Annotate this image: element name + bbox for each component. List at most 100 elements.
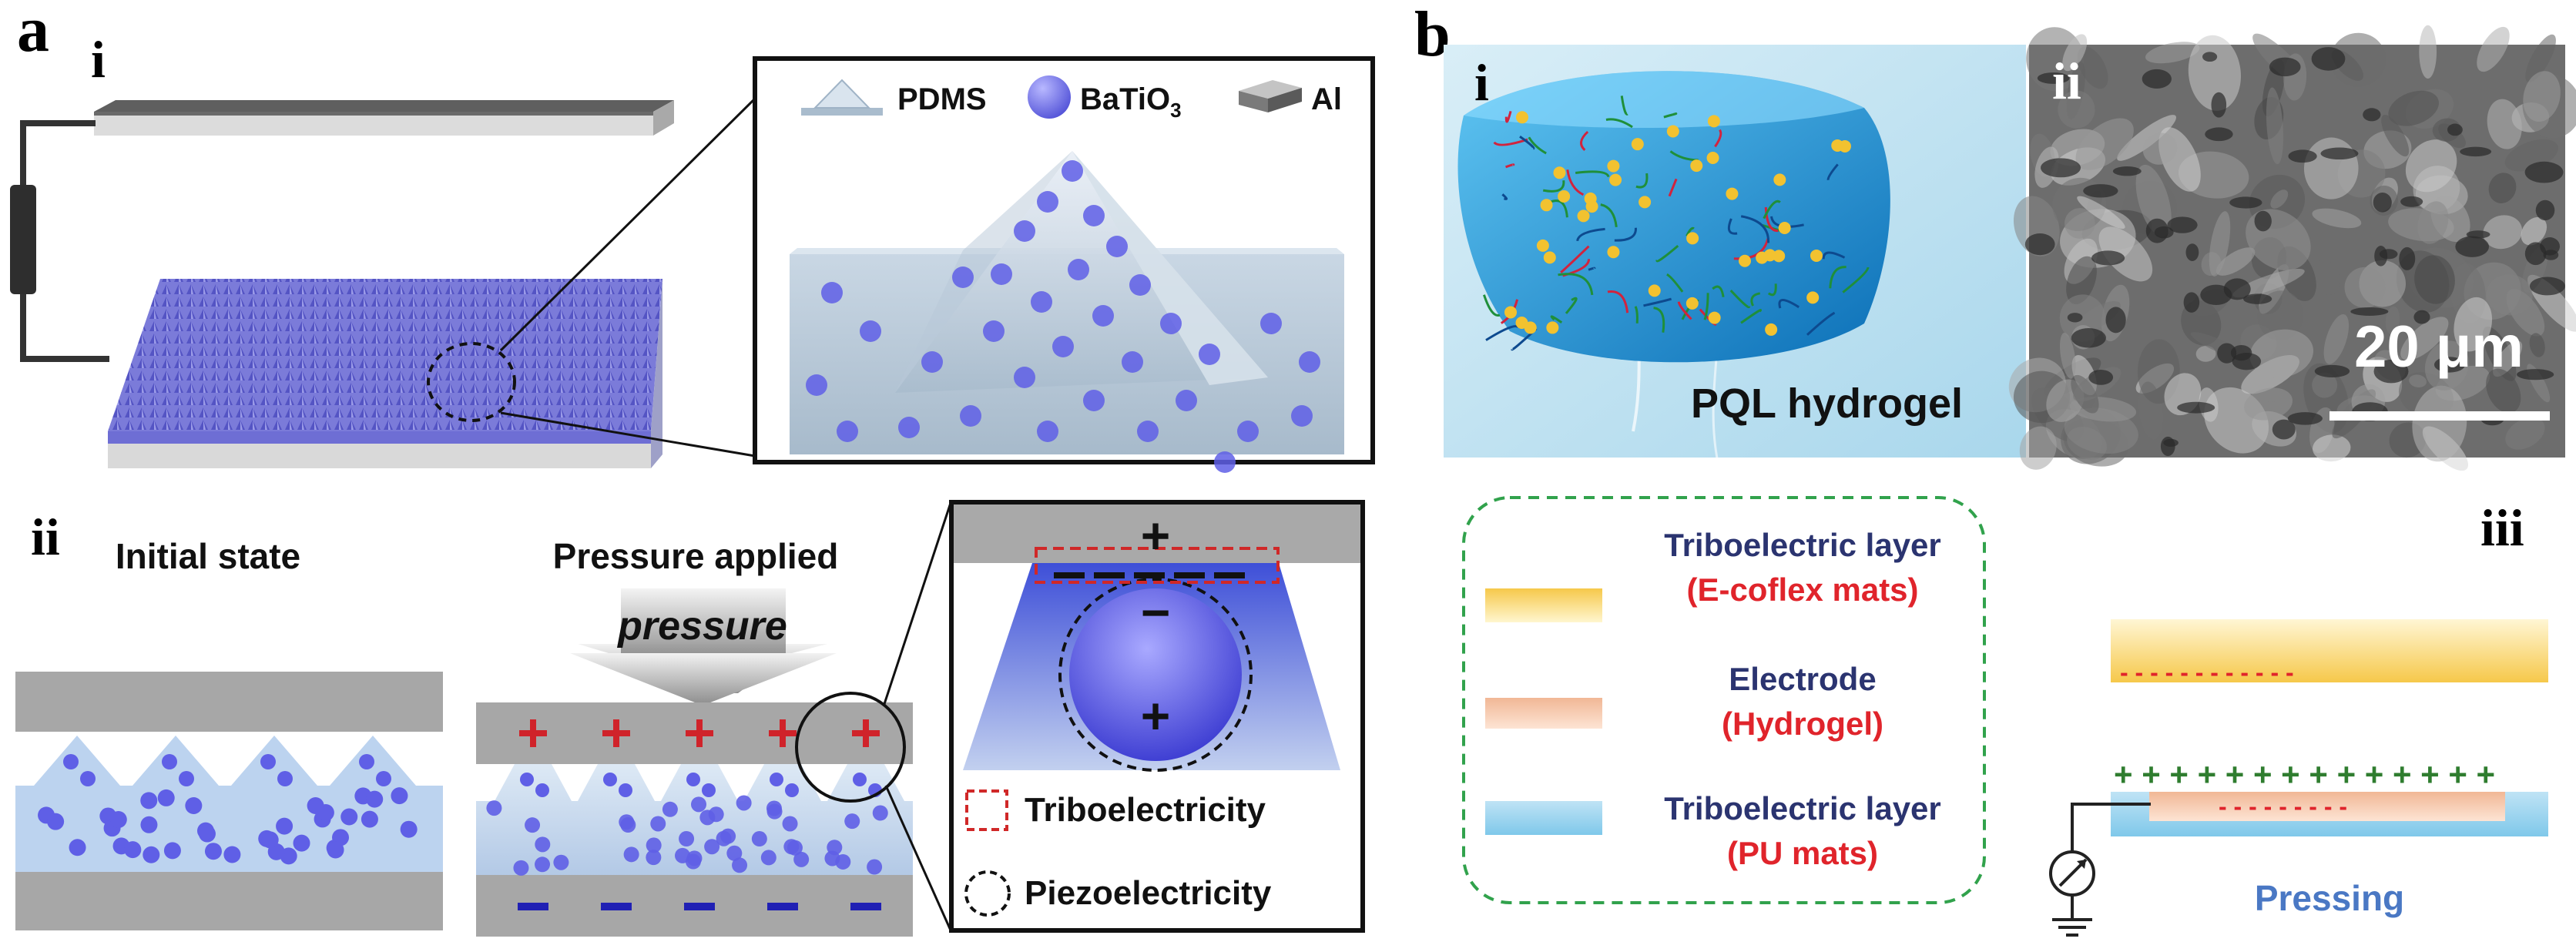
- batio3-particle: [1062, 160, 1083, 182]
- ion-dot: [1546, 321, 1559, 334]
- pressure-label: pressure: [616, 604, 787, 649]
- batio3-particle: [1299, 351, 1320, 373]
- charge-detail-inset: + − + Triboelectricity Piezoelectricity: [949, 500, 1365, 933]
- sem-pore: [2488, 173, 2517, 203]
- polymer-chain: [1635, 173, 1649, 189]
- polymer-chain: [1560, 245, 1590, 273]
- inset-particles: [806, 160, 1320, 473]
- dipole-plus: +: [1141, 687, 1171, 744]
- batio3-particle: [679, 830, 695, 846]
- batio3-legend-icon: [1028, 75, 1071, 119]
- hydrogel-label: PQL hydrogel: [1691, 380, 1963, 427]
- polymer-network: [1483, 96, 1870, 351]
- sem-pore: [2060, 332, 2076, 379]
- sem-pore: [2135, 164, 2172, 237]
- panel-a-i-label: i: [91, 30, 106, 89]
- plus-charge: [696, 719, 703, 747]
- batio3-particle: [650, 816, 666, 832]
- batio3-particle: [1037, 191, 1058, 213]
- ion-dot: [1631, 138, 1644, 151]
- polymer-chain: [1763, 199, 1781, 220]
- batio3-particle: [708, 806, 724, 823]
- batio3-particle: [960, 405, 981, 427]
- batio3-particle: [1031, 291, 1052, 313]
- sem-cavity: [2091, 250, 2125, 266]
- sem-pore: [2523, 71, 2561, 122]
- sem-pore: [2493, 340, 2523, 377]
- batio3-particle: [1106, 236, 1128, 257]
- batio3-particle: [1160, 313, 1182, 334]
- sem-cavity: [2177, 401, 2215, 414]
- sem-cavity: [2314, 364, 2350, 378]
- ion-dot: [1773, 173, 1786, 186]
- sem-cavity: [2363, 108, 2381, 122]
- batio3-particle: [1122, 351, 1143, 373]
- batio3-particle: [623, 846, 639, 863]
- ion-dot: [1810, 249, 1823, 262]
- batio3-particle: [726, 845, 743, 861]
- sem-pore: [2058, 90, 2095, 129]
- sem-pore: [2244, 387, 2293, 421]
- batio3-particle: [1014, 220, 1035, 242]
- pressure-applied-diagram: [476, 500, 953, 937]
- sem-pore: [2098, 226, 2153, 282]
- batio3-particle: [376, 771, 391, 786]
- batio3-particle: [991, 263, 1012, 285]
- batio3-particle: [63, 754, 79, 769]
- ion-dot: [1607, 159, 1620, 173]
- ion-dot: [1726, 187, 1739, 200]
- piezo-circle: [1058, 578, 1253, 772]
- batio3-particle: [204, 843, 222, 860]
- polymer-chain: [1607, 290, 1629, 313]
- ion-dot: [1690, 159, 1703, 173]
- sem-pore: [2019, 426, 2057, 470]
- batio3-particle: [179, 771, 194, 786]
- ion-dot: [1540, 199, 1553, 212]
- batio3-particle: [1237, 421, 1259, 442]
- batio3-particle: [223, 846, 241, 863]
- layer-2-material: (Hydrogel): [1722, 706, 1883, 742]
- pressing-label: Pressing: [2255, 878, 2404, 918]
- batio3-particle: [646, 850, 662, 866]
- layer-2-title: Electrode: [1729, 661, 1876, 697]
- sem-pore: [2145, 42, 2200, 64]
- ion-dot: [1536, 239, 1549, 252]
- ionic-dots: [1504, 111, 1851, 336]
- batio3-particle: [1037, 421, 1058, 442]
- polymer-chain: [1580, 130, 1589, 151]
- positive-charges: [519, 719, 880, 747]
- batio3-particle: [860, 320, 881, 342]
- sem-pore: [2323, 313, 2350, 364]
- sem-pore: [2064, 208, 2095, 239]
- batio3-particle: [736, 795, 752, 811]
- ion-dot: [1553, 166, 1566, 179]
- sem-pore: [2525, 34, 2556, 82]
- sem-cavity: [2311, 47, 2346, 71]
- polymer-chain: [1575, 170, 1610, 178]
- ion-dot: [1685, 297, 1699, 310]
- pu-plus-charges: + + + + + + + + + + + + + +: [2114, 756, 2495, 793]
- polymer-chain: [1483, 294, 1501, 317]
- polymer-chain: [1558, 273, 1594, 296]
- polymer-chain: [1588, 266, 1596, 271]
- sem-cavity: [2460, 146, 2492, 157]
- sem-pore: [2312, 208, 2362, 229]
- sem-cavity: [2071, 328, 2106, 348]
- polymer-chain: [1653, 307, 1665, 333]
- batio3-particle: [872, 805, 888, 821]
- sem-image: [2008, 25, 2576, 471]
- polymer-chain: [1767, 283, 1777, 297]
- batio3-particle: [535, 836, 551, 853]
- sem-pore: [2209, 211, 2231, 277]
- batio3-particle: [770, 773, 783, 786]
- sem-cavity: [2433, 357, 2466, 373]
- polymer-chain: [1663, 112, 1678, 119]
- batio3-particle: [675, 847, 691, 863]
- ion-dot: [1773, 250, 1786, 263]
- sem-pore: [2257, 290, 2304, 341]
- batio3-particle: [196, 822, 214, 840]
- batio3-particle: [277, 771, 293, 786]
- batio3-particle: [1083, 205, 1105, 226]
- batio3-particle: [185, 796, 203, 814]
